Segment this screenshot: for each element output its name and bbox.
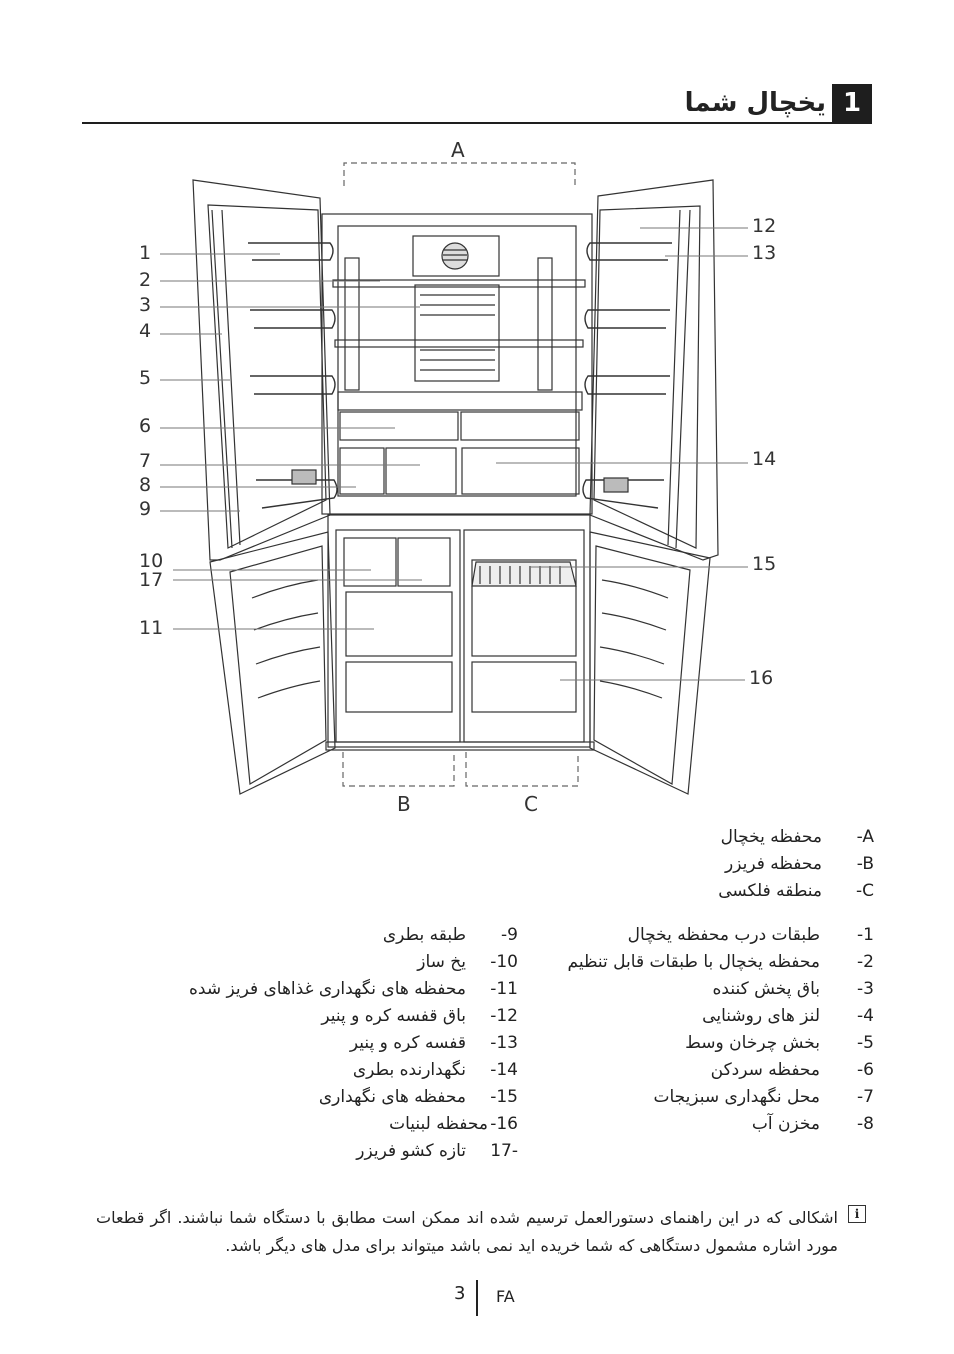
part-label: محفظه یخچال با طبقات قابل تنظیم [567, 952, 821, 972]
part-number: -4 [857, 1006, 874, 1026]
part-number: -16 [490, 1114, 518, 1134]
zone-legend-c: -C منطقه فلکسی [620, 878, 874, 904]
section-title: یخچال شما [684, 88, 826, 118]
zone-legend-text: منطقه فلکسی [718, 881, 822, 901]
part-2: -2 محفظه یخچال با طبقات قابل تنظیم [560, 949, 875, 975]
part-14: -14 نگهدارنده بطری [180, 1057, 518, 1083]
callout-lines [160, 227, 748, 681]
part-label: محل نگهداری سبزیجات [653, 1087, 820, 1107]
part-number: -5 [857, 1033, 874, 1053]
right-fridge-door [582, 179, 719, 561]
part-label: باق قفسه کره و پنیر [321, 1006, 466, 1026]
part-label: محفظه های نگهداری غذاهای فریز شده [188, 979, 466, 999]
header-rule [82, 122, 872, 124]
part-number: -3 [857, 979, 874, 999]
part-11: -11 محفظه های نگهداری غذاهای فریز شده [180, 976, 518, 1002]
part-label: تازه کشو فریزر [356, 1141, 466, 1161]
part-12: -12 باق قفسه کره و پنیر [180, 1003, 518, 1029]
part-number: -12 [490, 1006, 518, 1026]
section-number: 1 [832, 84, 872, 122]
part-label: یخ ساز [417, 952, 466, 972]
info-icon: i [848, 1205, 866, 1223]
zone-legend-a: -A محفظه یخچال [620, 824, 874, 850]
part-label: مخزن آب [751, 1114, 820, 1134]
callout-10: 10 [139, 550, 164, 572]
part-number: -15 [490, 1087, 518, 1107]
part-10: -10 یخ ساز [180, 949, 518, 975]
callout-2: 2 [139, 269, 152, 291]
part-number: -8 [857, 1114, 874, 1134]
zone-legend-b: -B محفظه فریزر [620, 851, 874, 877]
refrigerator-diagram [160, 162, 748, 795]
part-number: -14 [490, 1060, 518, 1080]
part-number: -13 [490, 1033, 518, 1053]
part-16: -16 محفظه لبنیات [180, 1111, 518, 1137]
part-13: -13 قفسه کره و پنیر [180, 1030, 518, 1056]
page-language: FA [496, 1287, 515, 1306]
callout-16: 16 [749, 667, 774, 689]
part-1: -1 طبقات درب محفظه یخچال [560, 922, 874, 948]
part-label: نگهدارنده بطری [352, 1060, 466, 1080]
right-freezer-door [589, 531, 711, 795]
part-8: -8 مخزن آب [560, 1111, 874, 1137]
part-9: -9 طبقه بطری [180, 922, 518, 948]
left-freezer-door [209, 531, 336, 795]
part-label: لنز های روشنایی [702, 1006, 820, 1026]
page-separator [476, 1280, 478, 1316]
callout-14: 14 [752, 448, 777, 470]
callout-15: 15 [752, 553, 777, 575]
part-label: محفظه سردکن [710, 1060, 820, 1080]
zone-legend-id: -B [856, 854, 874, 874]
part-label: قفسه کره و پنیر [349, 1033, 466, 1053]
part-15: -15 محفظه های نگهداری [180, 1084, 518, 1110]
callout-11: 11 [139, 617, 164, 639]
part-label: بخش چرخان وسط [685, 1033, 820, 1053]
part-7: -7 محل نگهداری سبزیجات [560, 1084, 874, 1110]
callout-8: 8 [139, 474, 152, 496]
callout-6: 6 [139, 415, 152, 437]
part-number: 17- [490, 1141, 518, 1161]
note-text: اشکالی که در این راهنمای دستورالعمل ترسی… [96, 1208, 838, 1255]
part-6: -6 محفظه سردکن [560, 1057, 874, 1083]
part-label: طبقات درب محفظه یخچال [627, 925, 820, 945]
zone-label-c: C [524, 792, 538, 816]
zone-boxes [342, 162, 579, 787]
callout-1: 1 [139, 242, 152, 264]
left-fridge-door [192, 179, 338, 561]
part-4: -4 لنز های روشنایی [560, 1003, 874, 1029]
page-number: 3 [454, 1283, 466, 1304]
part-number: -9 [501, 925, 518, 945]
part-label: محفظه لبنیات [389, 1114, 488, 1134]
part-number: -2 [857, 952, 874, 972]
zone-label-b: B [397, 792, 411, 816]
zone-legend-text: محفظه یخچال [720, 827, 822, 847]
callout-17: 17 [139, 569, 164, 591]
callout-4: 4 [139, 320, 152, 342]
callout-7: 7 [139, 450, 152, 472]
part-label: محفظه های نگهداری [318, 1087, 466, 1107]
callout-13: 13 [752, 242, 777, 264]
callout-12: 12 [752, 215, 777, 237]
part-17: 17- تازه کشو فریزر [180, 1138, 518, 1164]
part-label: طبقه بطری [382, 925, 466, 945]
zone-legend-text: محفظه فریزر [725, 854, 822, 874]
zone-legend-id: -C [855, 881, 874, 901]
part-number: -1 [857, 925, 874, 945]
zone-legend-id: -A [856, 827, 874, 847]
zone-label-a: A [451, 138, 465, 162]
part-number: -7 [857, 1087, 874, 1107]
part-label: باق پخش کننده [712, 979, 820, 999]
callout-3: 3 [139, 294, 152, 316]
fridge-cabinet [321, 213, 593, 515]
callout-9: 9 [139, 498, 152, 520]
part-number: -6 [857, 1060, 874, 1080]
part-number: -11 [490, 979, 518, 999]
callout-5: 5 [139, 367, 152, 389]
part-3: -3 باق پخش کننده [560, 976, 874, 1002]
part-number: -10 [490, 952, 518, 972]
part-5: -5 بخش چرخان وسط [560, 1030, 874, 1056]
freezer-cabinet [325, 514, 595, 751]
